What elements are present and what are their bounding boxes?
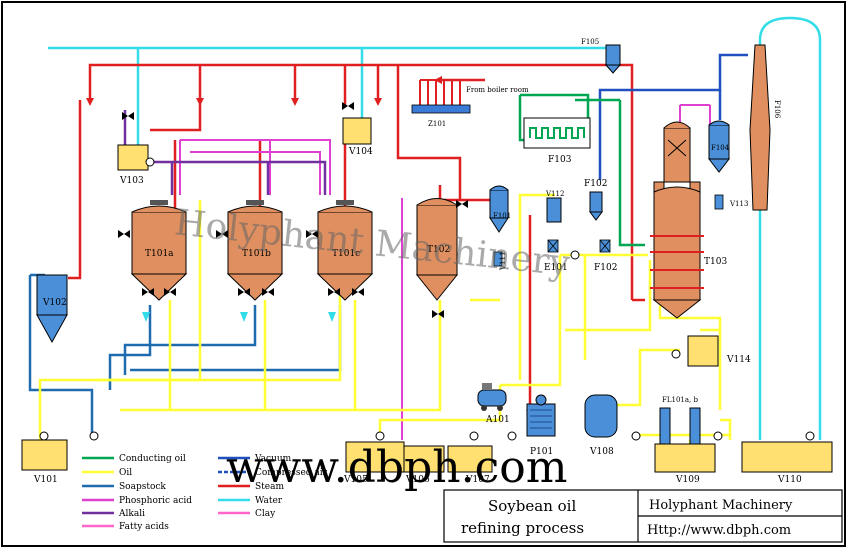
oil-lines bbox=[38, 193, 732, 470]
v110-tank bbox=[741, 441, 833, 473]
t103-label: T103 bbox=[704, 257, 727, 267]
valves bbox=[118, 102, 468, 318]
f106-ejector bbox=[749, 44, 771, 211]
v101-tank bbox=[21, 439, 68, 471]
v113-label: V113 bbox=[729, 200, 748, 208]
v102-label: V102 bbox=[42, 298, 67, 308]
f106-label: F106 bbox=[773, 100, 781, 119]
t101c-label: T101c bbox=[332, 249, 360, 259]
v103-label: V103 bbox=[119, 176, 144, 186]
v114-label: V114 bbox=[726, 355, 751, 365]
steam-manifold bbox=[419, 79, 465, 105]
v103-tank bbox=[117, 144, 149, 171]
legend-label-alkali: Alkali bbox=[118, 509, 145, 519]
t101b-label: T101b bbox=[242, 249, 271, 259]
f104-label: F104 bbox=[711, 144, 730, 152]
v111-label: V111 bbox=[499, 252, 507, 271]
a101-compressor bbox=[477, 383, 507, 411]
legend: Conducting oil Oil Soapstock Phosphoric … bbox=[82, 454, 328, 532]
z101-label: Z101 bbox=[428, 120, 446, 128]
v104-tank bbox=[342, 117, 372, 145]
v107-tank bbox=[447, 445, 493, 473]
t101a-label: T101a bbox=[145, 249, 174, 259]
legend-label-clay: Clay bbox=[255, 509, 276, 519]
legend-label-oil: Oil bbox=[119, 468, 132, 478]
legend-label-compressed-air: Compressed air bbox=[255, 468, 328, 478]
legend-label-water: Water bbox=[255, 496, 283, 506]
discharge-arrows bbox=[142, 312, 336, 322]
e101-label: E101 bbox=[544, 263, 568, 273]
v113-vessel bbox=[714, 194, 724, 210]
p101-press bbox=[526, 394, 556, 437]
f102-top-label: F102 bbox=[584, 179, 607, 189]
title-line-2: refining process bbox=[461, 519, 584, 537]
v107-label: V107 bbox=[465, 475, 490, 485]
v106-label: V106 bbox=[405, 475, 430, 485]
legend-label-phosphoric-acid: Phosphoric acid bbox=[119, 496, 192, 506]
legend-label-soapstock: Soapstock bbox=[119, 482, 166, 492]
t101b-reactor bbox=[226, 200, 284, 301]
f101-label: F101 bbox=[493, 212, 511, 220]
legend-label-conducting-oil: Conducting oil bbox=[119, 454, 186, 464]
t102-label: T102 bbox=[427, 245, 450, 255]
v109-label: V109 bbox=[675, 475, 700, 485]
vacuum-lines bbox=[598, 53, 748, 180]
legend-label-fatty-acids: Fatty acids bbox=[119, 522, 169, 532]
f101-filter bbox=[489, 185, 509, 233]
v110-label: V110 bbox=[777, 475, 802, 485]
legend-label-vacuum: Vacuum bbox=[254, 454, 292, 464]
v111-vessel bbox=[493, 251, 503, 267]
v104-label: V104 bbox=[348, 147, 373, 157]
title-block bbox=[443, 489, 843, 543]
t102-bleacher bbox=[415, 198, 459, 301]
legend-label-steam: Steam bbox=[255, 482, 284, 492]
v108-tank bbox=[584, 394, 618, 438]
f105-label: F105 bbox=[581, 38, 599, 46]
pumps bbox=[39, 157, 815, 441]
v112-label: V112 bbox=[545, 190, 564, 198]
acid-lines bbox=[179, 104, 711, 440]
v114-tank bbox=[687, 335, 719, 367]
v106-tank bbox=[403, 445, 445, 473]
company-name: Holyphant Machinery bbox=[649, 498, 793, 513]
v109-tank bbox=[654, 443, 716, 473]
z101-manifold bbox=[411, 104, 471, 114]
t101a-reactor bbox=[130, 200, 188, 301]
a101-label: A101 bbox=[485, 415, 510, 425]
f103-label: F103 bbox=[548, 155, 572, 165]
v101-label: V101 bbox=[33, 475, 58, 485]
v112-vessel bbox=[546, 197, 562, 223]
company-url: Http://www.dbph.com bbox=[647, 523, 791, 538]
p101-label: P101 bbox=[530, 447, 553, 457]
v102-tank bbox=[36, 274, 68, 344]
fl101-label: FL101a, b bbox=[662, 396, 698, 404]
f104-filter bbox=[707, 120, 731, 173]
v108-label: V108 bbox=[589, 447, 614, 457]
f102-filter bbox=[589, 191, 603, 221]
v105-label: V105 bbox=[343, 475, 368, 485]
f102-exchanger bbox=[599, 239, 611, 253]
t101c-reactor bbox=[316, 200, 374, 301]
boiler-label: From boiler room bbox=[466, 86, 529, 94]
f102-bottom-label: F102 bbox=[594, 263, 617, 273]
f103-heater bbox=[523, 117, 591, 149]
title-line-1: Soybean oil bbox=[488, 497, 576, 515]
watermark-url: www.dbph.com bbox=[226, 442, 567, 493]
e101-exchanger bbox=[547, 239, 559, 253]
t103-deodorizer bbox=[650, 121, 704, 319]
f105-filter bbox=[604, 44, 622, 74]
